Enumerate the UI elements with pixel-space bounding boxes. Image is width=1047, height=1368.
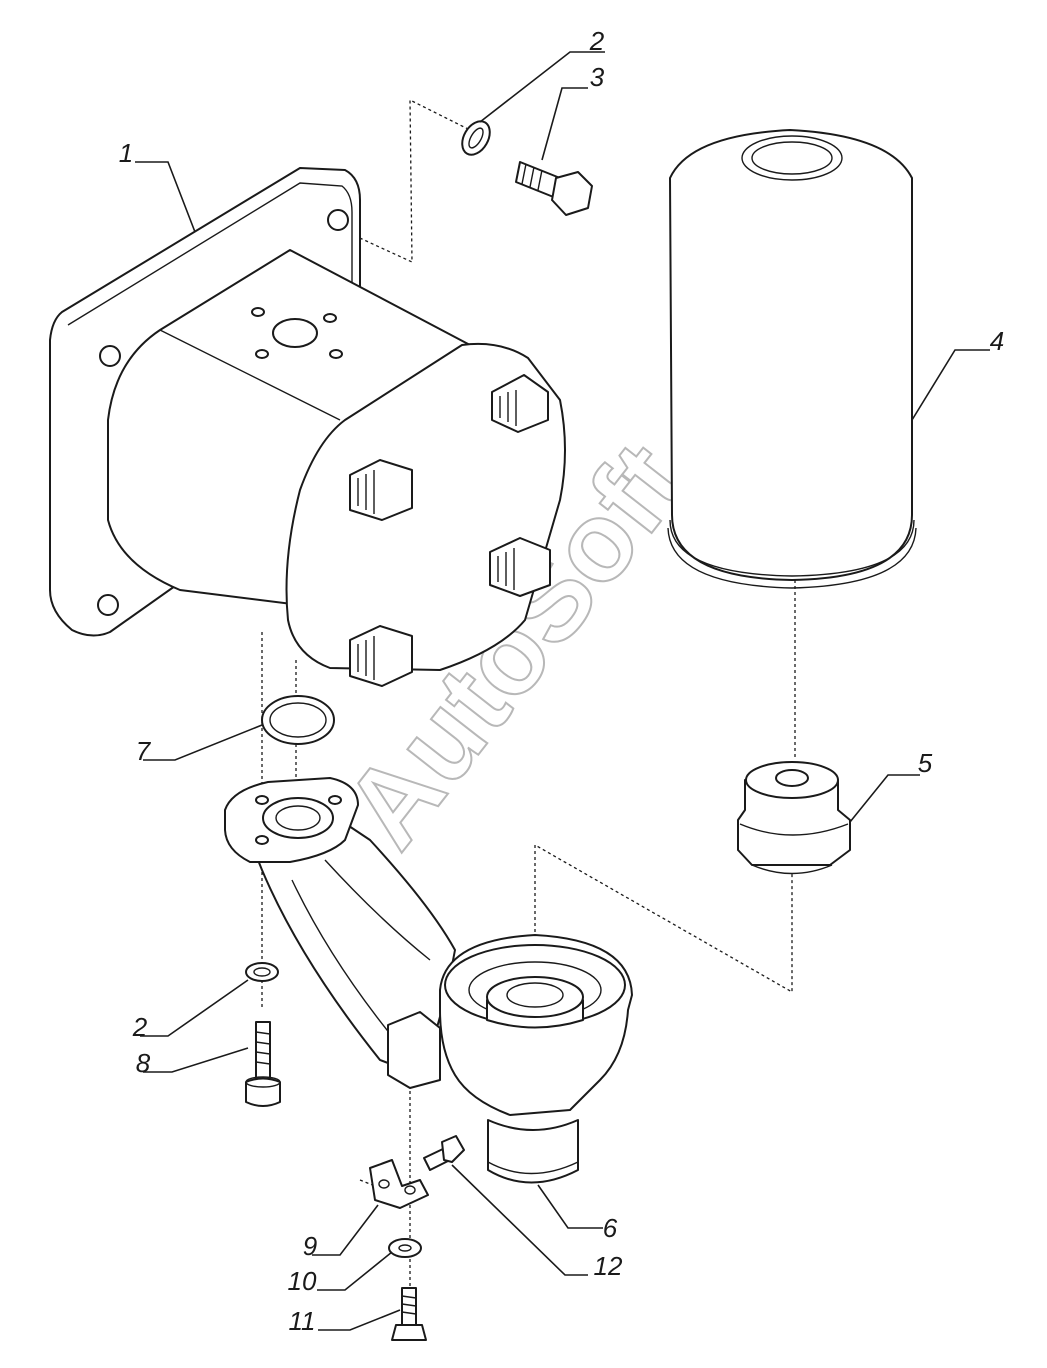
filter-housing-adapter — [224, 777, 633, 1184]
leader-2-top — [479, 51, 605, 123]
label-2-top: 2 — [589, 26, 605, 56]
leader-10 — [317, 1251, 393, 1291]
hydraulic-pump — [49, 167, 566, 687]
lock-washer-top — [461, 120, 491, 156]
leader-5 — [849, 774, 920, 823]
cover-screw-top-right — [491, 374, 549, 433]
label-9: 9 — [303, 1231, 317, 1261]
leader-3 — [541, 87, 588, 161]
hex-bolt-top — [515, 161, 593, 216]
label-2-bottom: 2 — [132, 1012, 148, 1042]
leader-9 — [312, 1204, 379, 1256]
o-ring — [261, 695, 335, 745]
pump-port-center — [272, 318, 318, 348]
callout-numbers: 1 2 3 4 5 6 7 2 8 9 10 11 12 — [119, 26, 1004, 1336]
label-10: 10 — [288, 1266, 317, 1296]
leader-7 — [143, 724, 263, 761]
leader-4 — [911, 349, 990, 421]
small-hex-bolt — [391, 1287, 427, 1341]
flange-hole-bottom-left — [97, 594, 119, 616]
angle-bracket — [369, 1159, 429, 1209]
pump-flange-edge — [67, 182, 353, 455]
dash-bolt-to-pump — [337, 98, 471, 264]
label-8: 8 — [136, 1048, 151, 1078]
pump-end-cover — [285, 342, 566, 671]
oil-filter-cartridge — [667, 129, 917, 589]
cover-screw-left — [349, 459, 413, 521]
pump-body-edge — [159, 329, 341, 421]
label-5: 5 — [918, 748, 933, 778]
cover-screw-bottom-left — [349, 625, 413, 687]
label-7: 7 — [136, 736, 152, 766]
leader-2-bottom — [140, 979, 249, 1037]
threaded-nipple — [737, 761, 851, 875]
pump-port-hole-1 — [251, 307, 265, 317]
pump-port-hole-4 — [329, 349, 343, 359]
label-11: 11 — [289, 1306, 316, 1336]
dash-nipple-to-housing — [534, 843, 793, 1010]
flange-hole-top-left — [99, 345, 121, 367]
pump-port-hole-3 — [255, 349, 269, 359]
leader-1 — [135, 161, 196, 233]
label-1: 1 — [119, 138, 133, 168]
label-3: 3 — [590, 62, 605, 92]
leader-8 — [143, 1047, 249, 1073]
cover-screw-bottom-right — [489, 537, 551, 597]
label-4: 4 — [990, 326, 1004, 356]
flange-bolt — [423, 1135, 465, 1171]
pump-port-hole-2 — [323, 313, 337, 323]
socket-head-screw — [245, 1021, 281, 1107]
leader-11 — [318, 1309, 401, 1331]
flat-washer — [388, 1238, 422, 1258]
leader-lines — [135, 51, 990, 1331]
lock-washer-bottom — [245, 962, 279, 982]
leader-12 — [451, 1164, 588, 1276]
label-6: 6 — [603, 1213, 618, 1243]
label-12: 12 — [594, 1251, 623, 1281]
flange-hole-top-right — [327, 209, 349, 231]
leader-6 — [537, 1184, 603, 1229]
